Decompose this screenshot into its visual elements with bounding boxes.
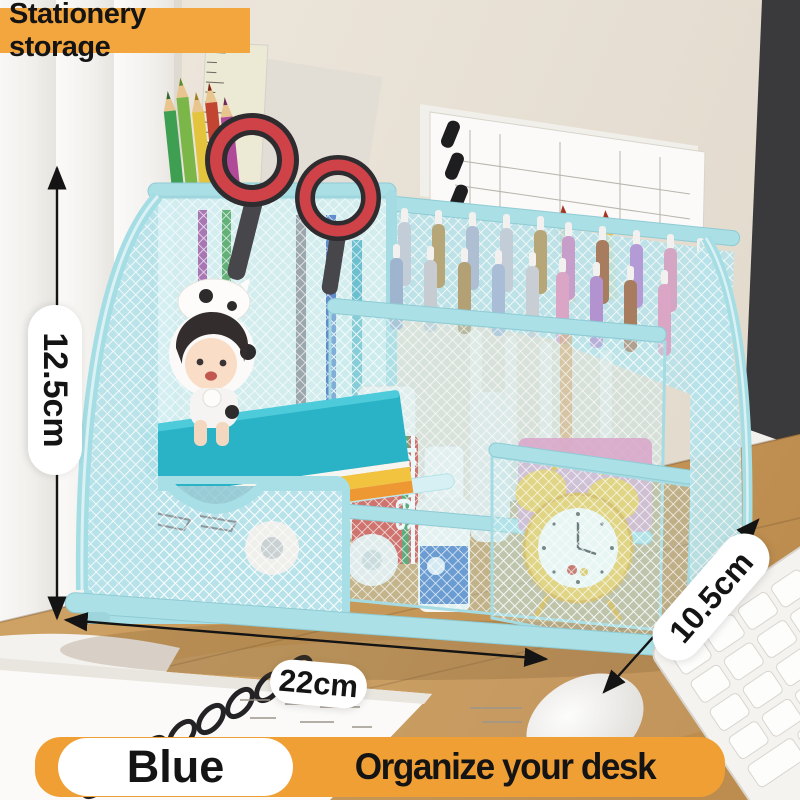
scissors	[205, 113, 381, 295]
footer-slogan: Organize your desk	[354, 746, 657, 787]
left-side-panel	[75, 191, 163, 591]
desk-organizer: Kores	[64, 41, 753, 668]
footer-bar: Blue Organize your desk	[35, 737, 725, 797]
height-dimension-label: 12.5cm	[28, 305, 82, 475]
header-banner: Stationery storage	[0, 0, 250, 63]
color-variant-badge: Blue	[58, 738, 293, 796]
documents	[420, 104, 706, 243]
header-title: Stationery storage	[9, 0, 146, 63]
cow-girl-figurine	[169, 278, 256, 446]
monitor-screen	[744, 0, 800, 448]
width-dimension-label: 22cm	[268, 657, 369, 711]
